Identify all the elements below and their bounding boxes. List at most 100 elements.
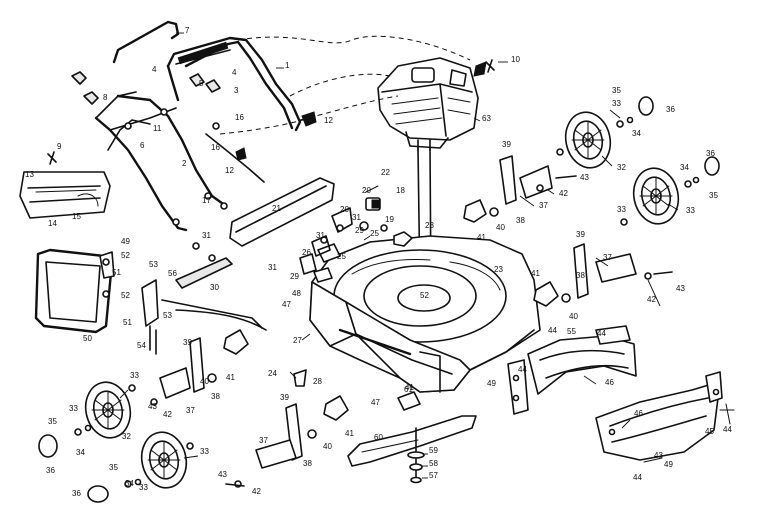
callout-c39c: 39 (183, 338, 192, 347)
callout-c38c: 38 (211, 392, 220, 401)
callout-c3: 3 (234, 86, 239, 95)
callout-c33f: 33 (139, 483, 148, 492)
callout-c43: 43 (580, 173, 589, 182)
callout-c33d: 33 (200, 447, 209, 456)
callout-c45: 45 (705, 427, 714, 436)
callout-c29b: 29 (355, 226, 364, 235)
callout-c52b: 52 (121, 291, 130, 300)
callout-c56: 56 (168, 269, 177, 278)
callout-c25: 25 (337, 252, 346, 261)
callout-c30: 30 (210, 283, 219, 292)
callout-c35d: 35 (109, 463, 118, 472)
callout-c39b: 39 (576, 230, 585, 239)
callout-c39: 39 (502, 140, 511, 149)
callout-c47b: 47 (371, 398, 380, 407)
callout-c25b: 25 (370, 229, 379, 238)
callout-c52c: 52 (420, 291, 429, 300)
callout-c34b: 34 (680, 163, 689, 172)
callout-c41d: 41 (345, 429, 354, 438)
callout-c38b: 38 (576, 271, 585, 280)
callout-c58: 58 (429, 459, 438, 468)
callout-c33b: 33 (686, 206, 695, 215)
callout-c43b: 43 (676, 284, 685, 293)
callout-c53: 53 (149, 260, 158, 269)
callout-c16b: 16 (211, 143, 220, 152)
callout-c2: 2 (182, 159, 187, 168)
callout-c42: 42 (559, 189, 568, 198)
callout-c38: 38 (516, 216, 525, 225)
wheel-rear-left-upper (84, 381, 132, 439)
callout-c44: 44 (548, 326, 557, 335)
callout-c53b: 53 (163, 311, 172, 320)
callout-c26: 26 (302, 248, 311, 257)
callout-c23b: 23 (494, 265, 503, 274)
callout-c36: 36 (666, 105, 675, 114)
wheel-front-right-lower (632, 167, 680, 225)
callout-c12b: 12 (225, 166, 234, 175)
rear-deflector (19, 171, 111, 219)
callout-c12: 12 (324, 116, 333, 125)
callout-c44c: 44 (518, 365, 527, 374)
callout-c48: 48 (292, 289, 301, 298)
callout-c40c: 40 (200, 377, 209, 386)
callout-c42b: 42 (647, 295, 656, 304)
mower-deck (309, 231, 541, 393)
callout-c24: 24 (268, 369, 277, 378)
callout-c59: 59 (429, 446, 438, 455)
callout-c50: 50 (83, 334, 92, 343)
callout-c35c: 35 (48, 417, 57, 426)
callout-c36b: 36 (706, 149, 715, 158)
blade (347, 391, 477, 484)
callout-c33c: 33 (130, 371, 139, 380)
callout-c16: 16 (235, 113, 244, 122)
callout-c1: 1 (285, 61, 290, 70)
callout-c15: 15 (72, 212, 81, 221)
callout-c39d: 39 (280, 393, 289, 402)
callout-c9: 9 (57, 142, 62, 151)
callout-c57: 57 (429, 471, 438, 480)
callout-c19: 19 (385, 215, 394, 224)
callout-c17: 17 (202, 196, 211, 205)
callout-c22: 22 (381, 168, 390, 177)
callout-c43d: 43 (218, 470, 227, 479)
callout-c41c: 41 (226, 373, 235, 382)
callout-c51b: 51 (112, 268, 121, 277)
leader-lines (119, 32, 679, 479)
callout-c14: 14 (48, 219, 57, 228)
callout-c33: 33 (612, 99, 621, 108)
callout-c20: 20 (362, 186, 371, 195)
callout-c41b: 41 (531, 269, 540, 278)
callout-c51: 51 (123, 318, 132, 327)
callout-c61: 61 (404, 385, 413, 394)
callout-c10: 10 (511, 55, 520, 64)
height-adjust-parts (293, 185, 388, 387)
callout-c4: 4 (232, 68, 237, 77)
callout-c13: 13 (25, 170, 34, 179)
callout-c44d: 44 (723, 425, 732, 434)
callout-c60: 60 (374, 433, 383, 442)
height-adjuster-right-upper (463, 155, 577, 223)
callout-c54: 54 (137, 341, 146, 350)
rear-panel (175, 177, 335, 289)
callout-c36c: 36 (46, 466, 55, 475)
callout-c21: 21 (272, 204, 281, 213)
callout-c43e: 43 (654, 451, 663, 460)
callout-c37: 37 (539, 201, 548, 210)
callout-c29: 29 (290, 272, 299, 281)
callout-c49c: 49 (664, 460, 673, 469)
part-callouts: 1234456789101112121314151616171819202021… (25, 26, 732, 498)
callout-c37c: 37 (186, 406, 195, 415)
callout-c46b: 46 (634, 409, 643, 418)
callout-c31b: 31 (268, 263, 277, 272)
callout-c31d: 31 (316, 231, 325, 240)
hub-caps (38, 96, 720, 503)
callout-c18: 18 (396, 186, 405, 195)
callout-c31c: 31 (352, 213, 361, 222)
misc-fasteners (47, 59, 735, 463)
callout-c5: 5 (199, 79, 204, 88)
callout-c42d: 42 (252, 487, 261, 496)
callout-c32b: 32 (122, 432, 131, 441)
callout-c36d: 36 (72, 489, 81, 498)
callout-c42c: 42 (163, 410, 172, 419)
